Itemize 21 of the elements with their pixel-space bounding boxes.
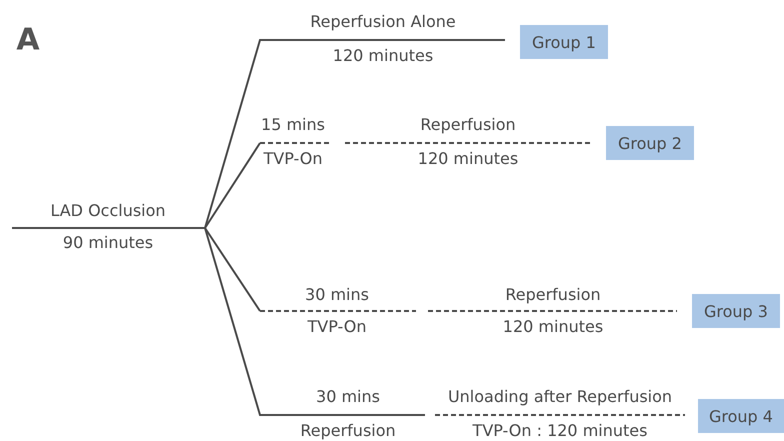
timeline-label: Reperfusion (300, 422, 396, 440)
timeline-label: 15 mins (261, 116, 325, 134)
timeline-label: Reperfusion (505, 286, 601, 304)
timeline-label: Reperfusion Alone (310, 13, 456, 31)
timeline-label: 30 mins (316, 388, 380, 406)
group-label: Group 4 (698, 399, 784, 433)
group-label: Group 2 (606, 126, 694, 160)
timeline-label: TVP-On (264, 150, 322, 168)
timeline-label: 90 minutes (62, 234, 154, 252)
group-label: Group 1 (520, 25, 608, 59)
group-label: Group 3 (692, 294, 780, 328)
timeline-label: LAD Occlusion (50, 202, 166, 220)
timeline-label: Unloading after Reperfusion (448, 388, 672, 406)
timeline-label: 30 mins (305, 286, 369, 304)
timeline-label: 120 minutes (332, 47, 434, 65)
timeline-label: 120 minutes (502, 318, 604, 336)
timeline-label: TVP-On (308, 318, 366, 336)
timeline-label: TVP-On : 120 minutes (472, 422, 648, 440)
timeline-label: Reperfusion (420, 116, 516, 134)
timeline-label: 120 minutes (418, 150, 518, 168)
panel-letter: A (16, 24, 40, 56)
